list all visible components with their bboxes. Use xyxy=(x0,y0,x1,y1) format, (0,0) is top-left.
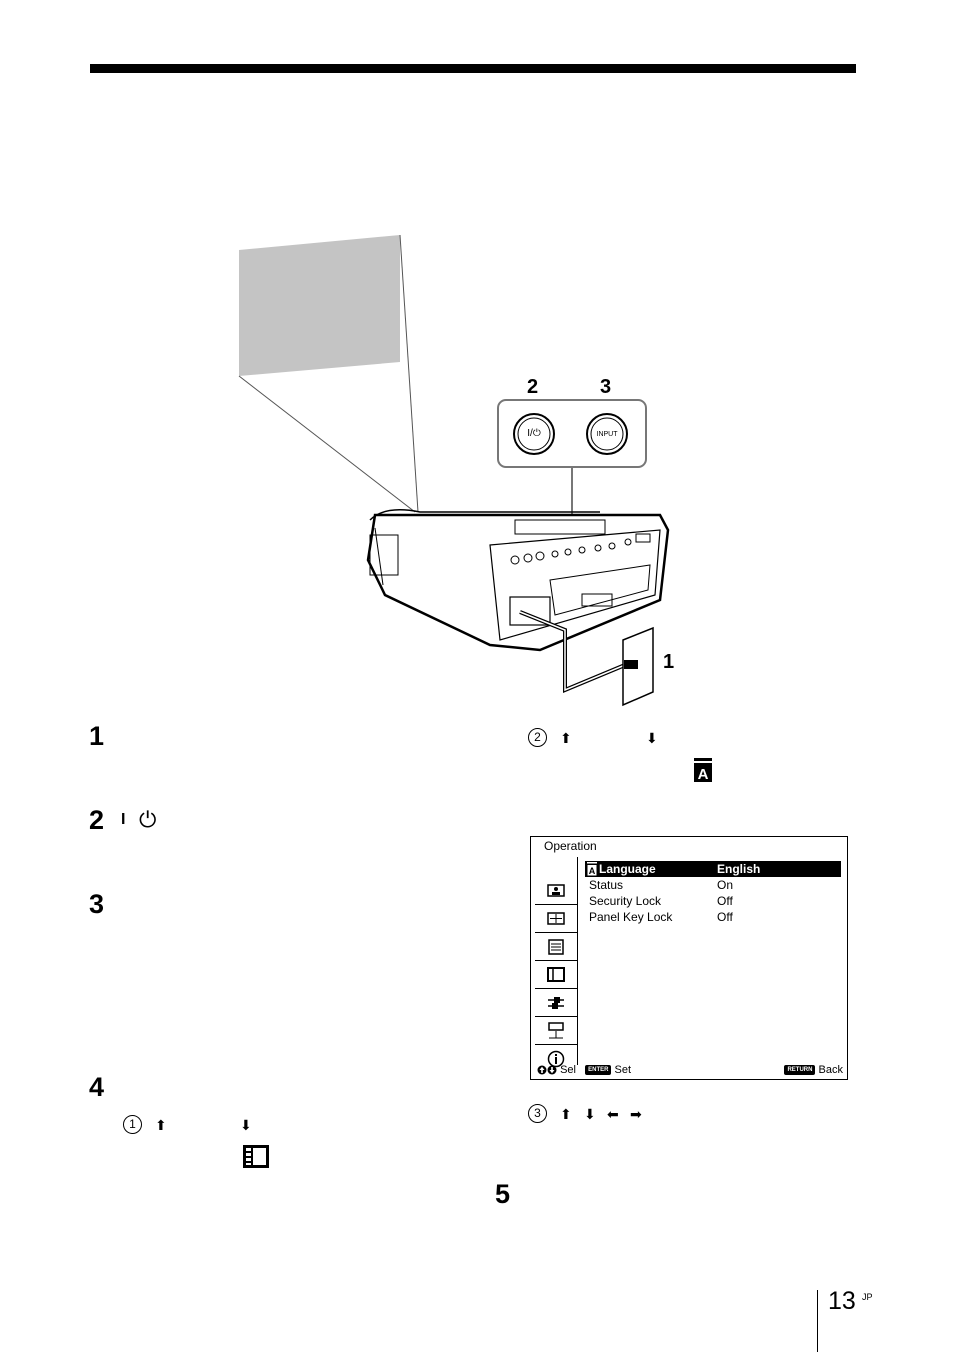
power-icon: ⏻ xyxy=(139,807,157,832)
projector-body xyxy=(366,513,670,652)
power-bar-symbol: I xyxy=(121,811,126,828)
osd-row-language[interactable]: A Language English xyxy=(585,861,841,877)
up-down-arrows-icon xyxy=(537,1065,557,1075)
step-2-number: 2 xyxy=(89,805,105,835)
connection-icon[interactable] xyxy=(535,989,577,1017)
step-3-number: 3 xyxy=(89,889,105,919)
projection-screen xyxy=(239,235,400,376)
substep-1-number: 1 xyxy=(123,1115,142,1134)
language-icon: A xyxy=(587,862,597,876)
page-suffix: JP xyxy=(862,1292,873,1302)
osd-row-security-lock[interactable]: Security Lock Off xyxy=(585,893,841,909)
osd-row-value: Off xyxy=(717,894,733,908)
setup-icon[interactable] xyxy=(535,933,577,961)
left-arrow-icon: ⬅ xyxy=(607,1106,619,1122)
svg-text:A: A xyxy=(698,766,709,782)
up-arrow-icon: ⬆ xyxy=(560,1106,572,1122)
callout-3: 3 xyxy=(600,376,612,398)
sel-hint: Sel xyxy=(560,1064,576,1076)
installation-icon[interactable] xyxy=(535,1017,577,1045)
back-hint: Back xyxy=(818,1064,843,1076)
osd-row-label: Security Lock xyxy=(589,894,662,908)
substep-3: 3 xyxy=(528,1104,547,1123)
up-arrow-icon: ⬆ xyxy=(560,730,572,746)
substep-3-number: 3 xyxy=(528,1104,547,1123)
return-key-badge: RETURN xyxy=(784,1065,816,1076)
operation-menu-icon xyxy=(243,1145,269,1168)
down-arrow-icon: ⬇ xyxy=(240,1117,252,1133)
osd-sidebar xyxy=(535,857,578,1068)
osd-row-label: Panel Key Lock xyxy=(589,910,673,924)
language-icon: A xyxy=(694,758,712,782)
projector-illustration xyxy=(238,234,670,707)
page-number-rule xyxy=(817,1290,818,1352)
osd-menu: Operation A Language English xyxy=(530,836,848,1080)
osd-row-value: English xyxy=(717,862,761,876)
osd-row-panel-key-lock[interactable]: Panel Key Lock Off xyxy=(585,909,841,925)
picture-icon[interactable] xyxy=(535,877,577,905)
set-hint: Set xyxy=(614,1064,632,1076)
input-button-icon xyxy=(586,413,628,455)
osd-title: Operation xyxy=(544,839,597,853)
enter-key-badge: ENTER xyxy=(585,1065,612,1076)
substep-1: 1 xyxy=(123,1115,142,1134)
power-button-label: I/⏻ xyxy=(527,428,541,439)
input-button-label: INPUT xyxy=(596,431,618,438)
page-number: 13 xyxy=(828,1287,856,1315)
callout-1: 1 xyxy=(663,651,675,673)
step-5-number: 5 xyxy=(495,1179,511,1209)
osd-row-value: On xyxy=(717,878,734,892)
step-4-number: 4 xyxy=(89,1072,105,1102)
information-icon[interactable] xyxy=(535,1045,577,1073)
down-arrow-icon: ⬇ xyxy=(584,1106,596,1122)
svg-text:A: A xyxy=(589,866,596,876)
callout-2: 2 xyxy=(527,376,539,398)
substep-2: 2 xyxy=(528,728,547,747)
osd-footer: Sel ENTER Set RETURN Back xyxy=(537,1063,843,1077)
osd-row-status[interactable]: Status On xyxy=(585,877,841,893)
up-arrow-icon: ⬆ xyxy=(155,1117,167,1133)
right-arrow-icon: ➡ xyxy=(630,1106,642,1122)
step-1-number: 1 xyxy=(89,721,105,751)
top-rule xyxy=(90,64,856,73)
screen-icon[interactable] xyxy=(535,905,577,933)
osd-row-value: Off xyxy=(717,910,733,924)
osd-row-label: Language xyxy=(599,862,656,876)
substep-2-number: 2 xyxy=(528,728,547,747)
operation-icon[interactable] xyxy=(535,961,577,989)
osd-row-label: Status xyxy=(589,878,624,892)
down-arrow-icon: ⬇ xyxy=(646,730,658,746)
beam-line xyxy=(238,375,416,513)
beam-line xyxy=(399,234,419,513)
power-button-icon xyxy=(513,413,555,455)
